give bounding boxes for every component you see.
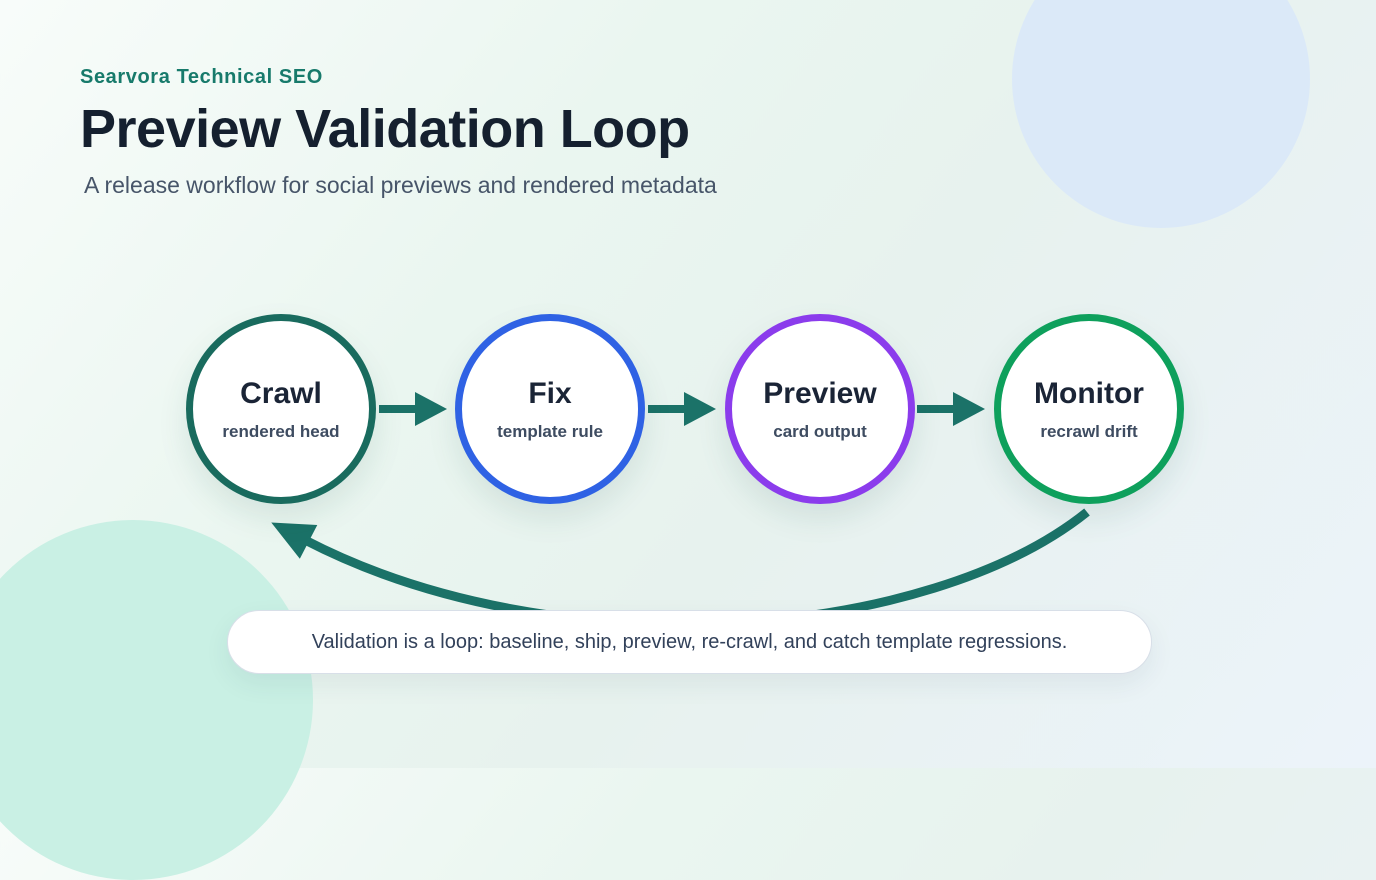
node-preview-sublabel: card output <box>773 421 867 441</box>
brand-kicker: Searvora Technical SEO <box>80 66 323 88</box>
header: Searvora Technical SEO Preview Validatio… <box>80 66 717 199</box>
loop-caption-text: Validation is a loop: baseline, ship, pr… <box>311 630 1068 653</box>
decorative-circle-top-right <box>1012 0 1310 228</box>
page-subtitle: A release workflow for social previews a… <box>84 171 717 198</box>
node-monitor: Monitor recrawl drift <box>994 314 1184 504</box>
node-crawl: Crawl rendered head <box>186 314 376 504</box>
node-monitor-label: Monitor <box>1034 376 1144 410</box>
loop-caption: Validation is a loop: baseline, ship, pr… <box>227 610 1152 674</box>
node-preview-label: Preview <box>763 376 877 410</box>
infographic-canvas: Searvora Technical SEO Preview Validatio… <box>0 0 1310 880</box>
node-fix: Fix template rule <box>455 314 645 504</box>
node-crawl-sublabel: rendered head <box>222 421 340 441</box>
node-fix-label: Fix <box>528 376 572 410</box>
node-monitor-sublabel: recrawl drift <box>1040 421 1138 441</box>
page-title: Preview Validation Loop <box>80 99 690 159</box>
loop-return-arrow <box>271 508 1090 629</box>
node-fix-sublabel: template rule <box>497 421 603 441</box>
node-preview: Preview card output <box>725 314 915 504</box>
node-crawl-label: Crawl <box>240 376 322 410</box>
